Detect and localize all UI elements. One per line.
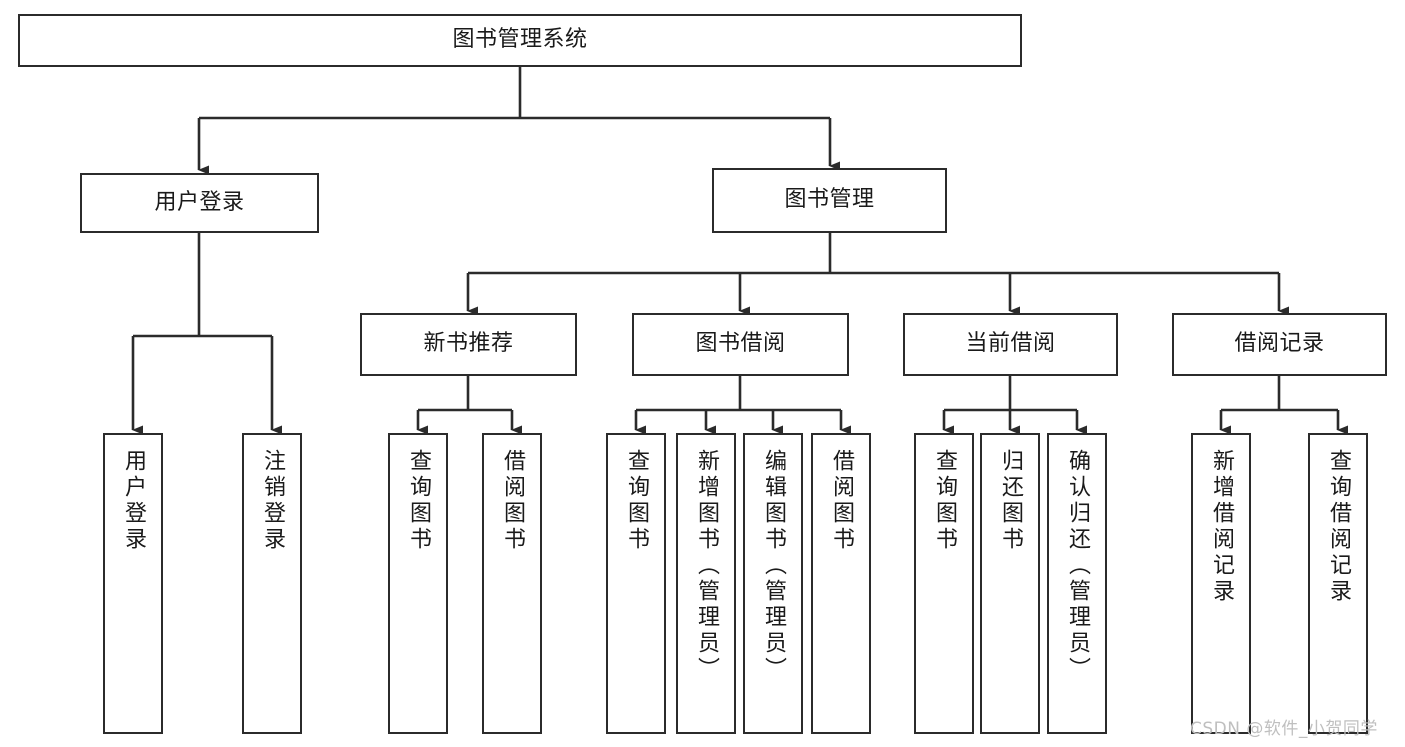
node-label: 用户登录	[121, 449, 146, 553]
node-leaf-current-confirm-return-admin[interactable]: 确认归还（管理员）	[1047, 433, 1107, 734]
node-leaf-borrow-add-book-admin[interactable]: 新增图书（管理员）	[676, 433, 736, 734]
node-label: 查询图书	[932, 449, 957, 553]
node-user-login[interactable]: 用户登录	[80, 173, 319, 233]
node-leaf-recommend-borrow-book[interactable]: 借阅图书	[482, 433, 542, 734]
node-label: 查询图书	[624, 449, 649, 553]
node-label: 查询借阅记录	[1326, 449, 1351, 605]
csdn-watermark: CSDN @软件_小贺同学	[1190, 719, 1378, 739]
node-label: 当前借阅	[965, 331, 1056, 357]
node-label: 查询图书	[406, 449, 431, 553]
node-label: 借阅记录	[1234, 331, 1325, 357]
node-leaf-current-query-book[interactable]: 查询图书	[914, 433, 974, 734]
node-root-book-management-system[interactable]: 图书管理系统	[18, 14, 1022, 67]
node-label: 新增借阅记录	[1209, 449, 1234, 605]
node-label: 确认归还（管理员）	[1065, 449, 1090, 683]
node-leaf-borrow-edit-book-admin[interactable]: 编辑图书（管理员）	[743, 433, 803, 734]
node-label: 用户登录	[154, 189, 245, 215]
node-leaf-user-login[interactable]: 用户登录	[103, 433, 163, 734]
node-current-borrow[interactable]: 当前借阅	[903, 313, 1118, 376]
node-label: 借阅图书	[500, 449, 525, 553]
node-label: 借阅图书	[829, 449, 854, 553]
node-label: 图书借阅	[695, 331, 786, 357]
node-label: 图书管理系统	[452, 27, 588, 53]
node-leaf-user-logout[interactable]: 注销登录	[242, 433, 302, 734]
node-label: 归还图书	[998, 449, 1023, 553]
node-leaf-borrow-borrow-book[interactable]: 借阅图书	[811, 433, 871, 734]
node-book-management[interactable]: 图书管理	[712, 168, 947, 233]
node-label: 新增图书（管理员）	[694, 449, 719, 683]
node-leaf-current-return-book[interactable]: 归还图书	[980, 433, 1040, 734]
node-book-borrow[interactable]: 图书借阅	[632, 313, 849, 376]
node-label: 图书管理	[784, 187, 875, 213]
node-borrow-record[interactable]: 借阅记录	[1172, 313, 1387, 376]
node-label: 注销登录	[260, 449, 285, 553]
node-new-book-recommend[interactable]: 新书推荐	[360, 313, 577, 376]
node-leaf-record-add-borrow-record[interactable]: 新增借阅记录	[1191, 433, 1251, 734]
node-leaf-recommend-query-book[interactable]: 查询图书	[388, 433, 448, 734]
node-label: 编辑图书（管理员）	[761, 449, 786, 683]
node-leaf-borrow-query-book[interactable]: 查询图书	[606, 433, 666, 734]
node-label: 新书推荐	[423, 331, 514, 357]
node-leaf-record-query-borrow-record[interactable]: 查询借阅记录	[1308, 433, 1368, 734]
